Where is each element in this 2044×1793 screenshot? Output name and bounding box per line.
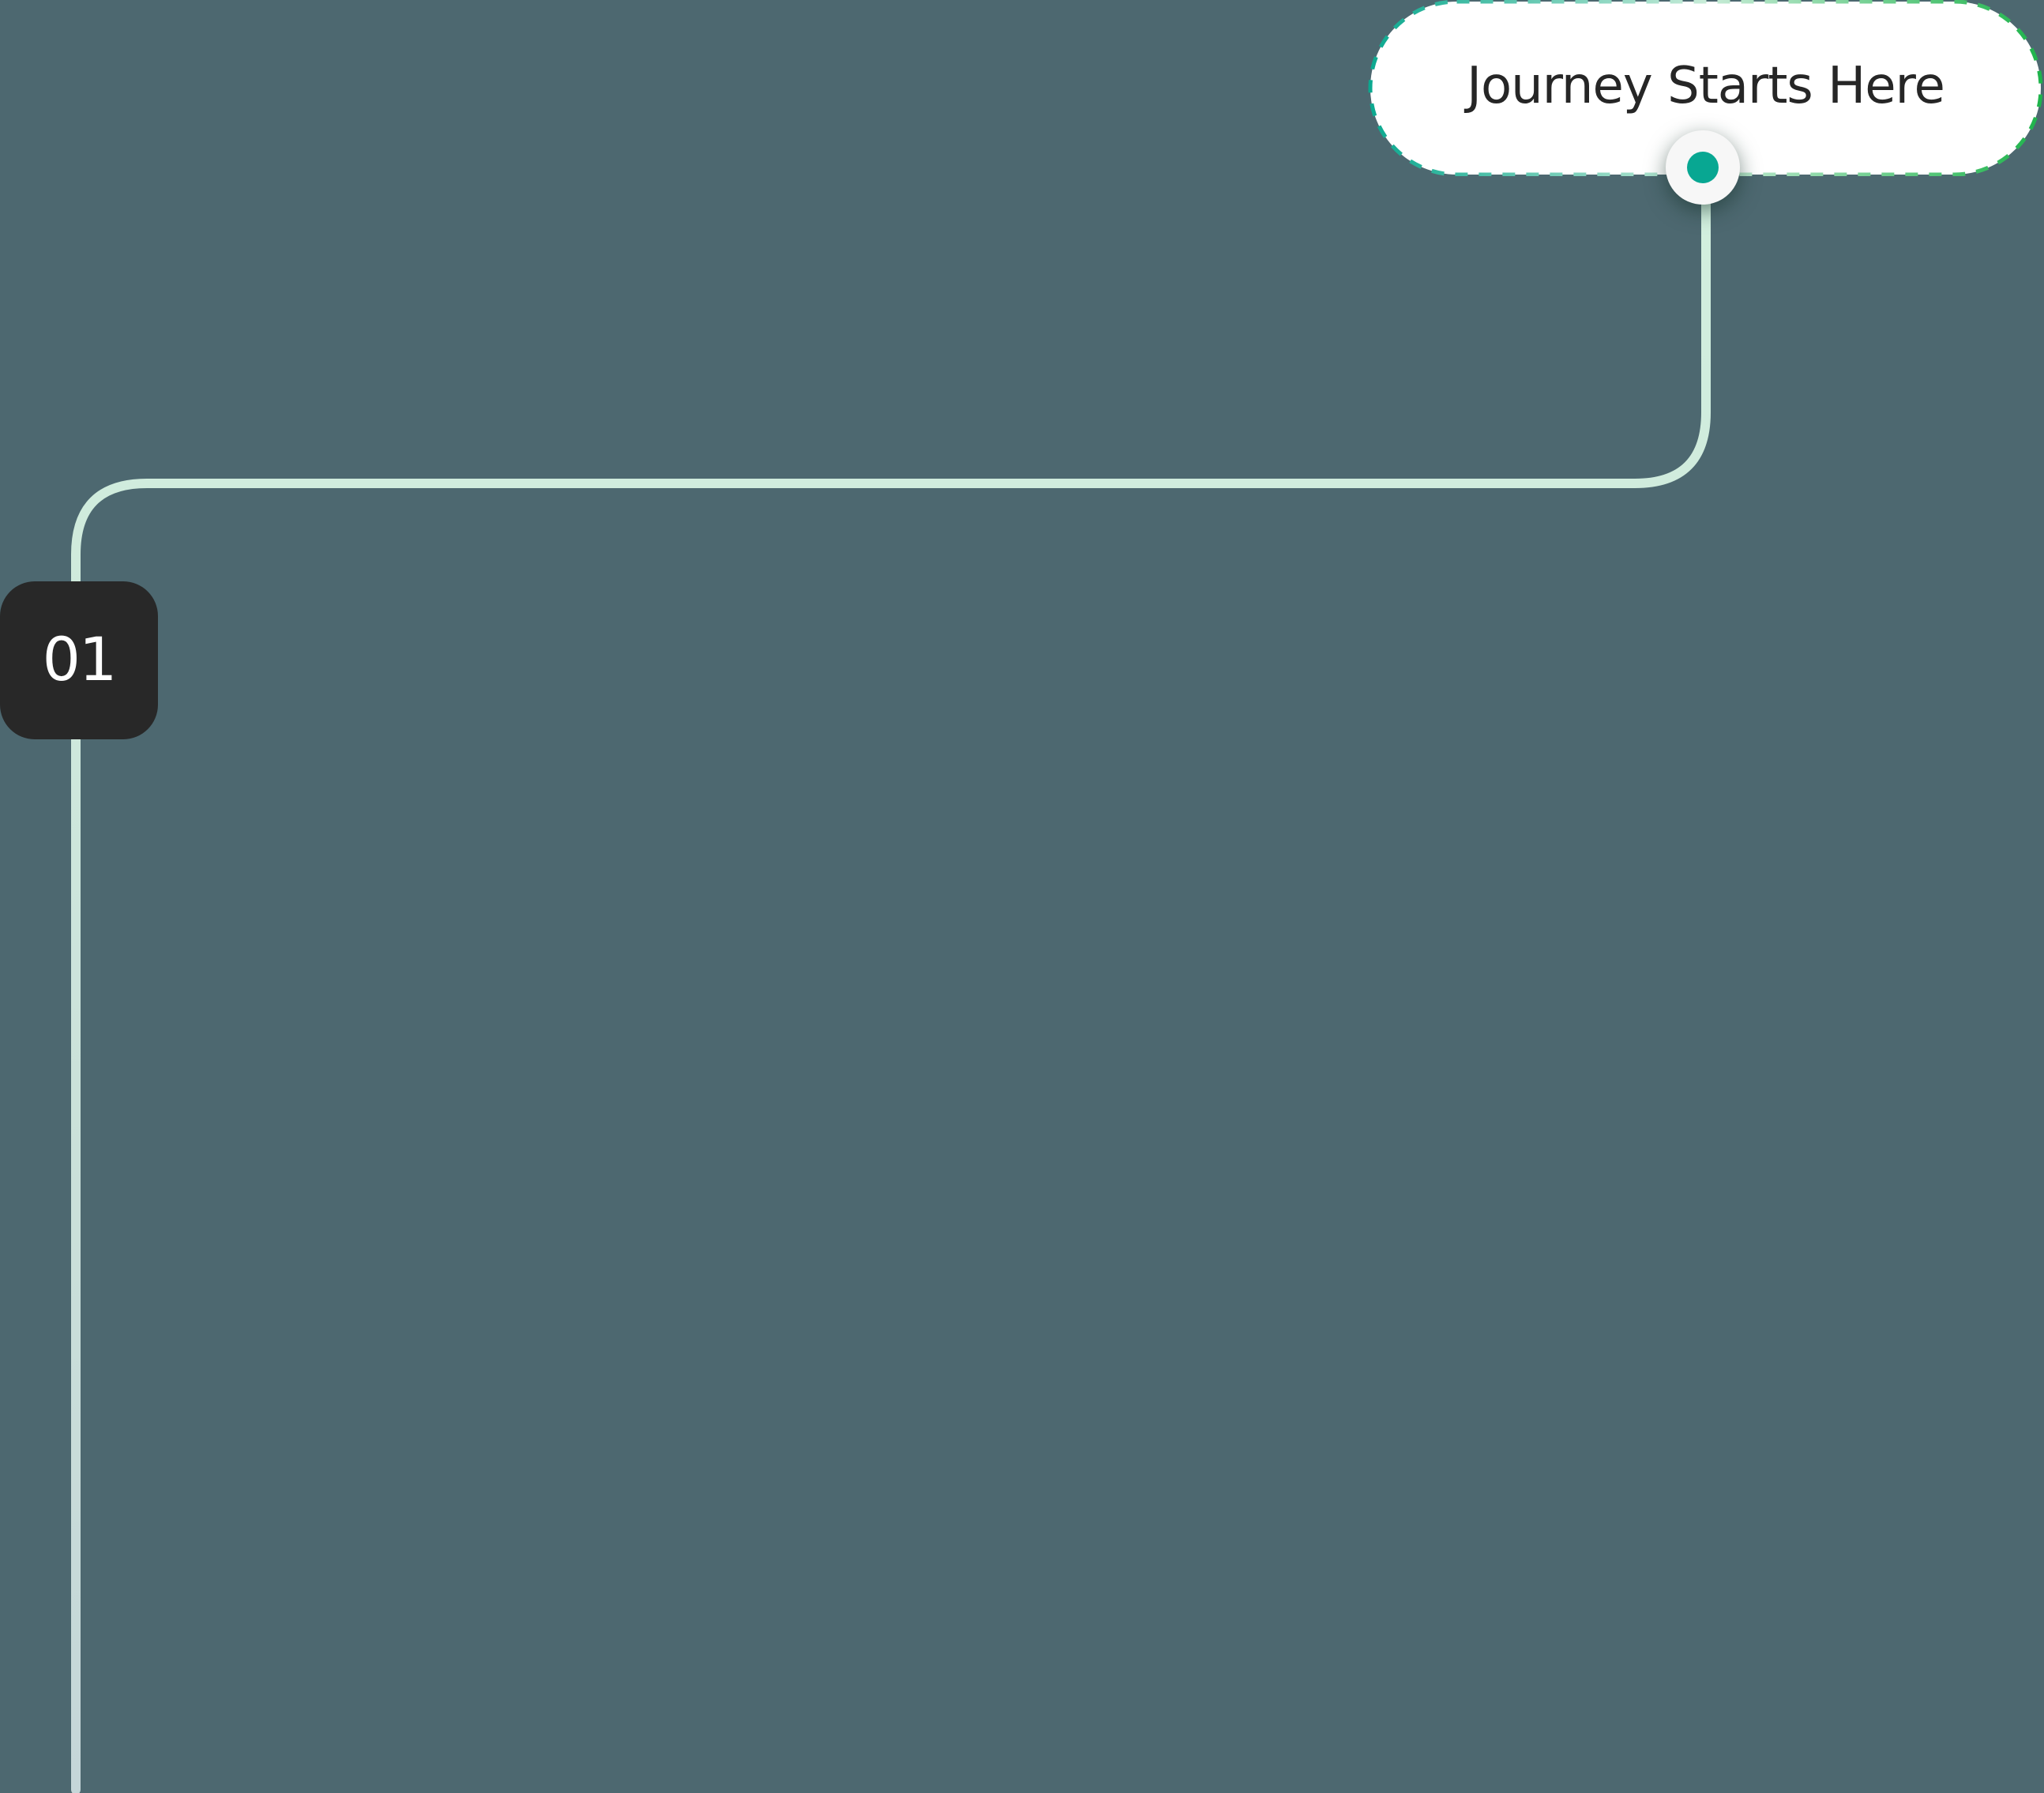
step-number: 01 bbox=[42, 623, 118, 694]
step-badge-01: 01 bbox=[0, 581, 158, 739]
start-node-dot-icon bbox=[1687, 152, 1719, 183]
start-node bbox=[1666, 130, 1740, 205]
dashed-border bbox=[1368, 0, 2043, 176]
journey-start-label: Journey Starts Here bbox=[1467, 56, 1945, 115]
journey-start-pill: Journey Starts Here bbox=[1368, 0, 2043, 176]
